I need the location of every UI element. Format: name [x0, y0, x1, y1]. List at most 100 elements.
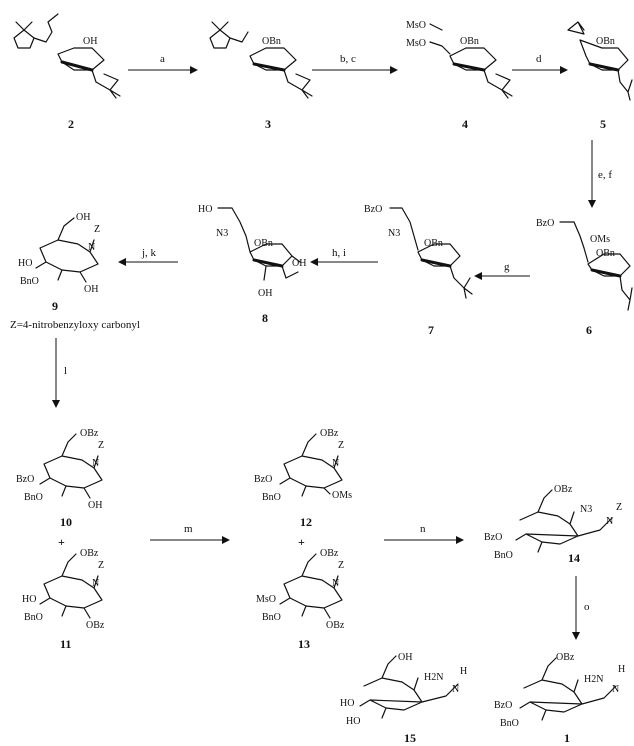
condition-jk: j, k	[141, 247, 157, 259]
structure-4	[429, 23, 513, 99]
compound-10-label-bzo: BzO	[16, 474, 34, 485]
structure-5	[567, 21, 633, 101]
compound-15-label-h: H	[460, 666, 467, 677]
compound-13-label-obz-top: OBz	[320, 548, 339, 559]
compound-8-label-ho: HO	[198, 204, 212, 215]
compound-14-label-n3: N3	[580, 504, 592, 515]
compound-3-label-obn: OBn	[262, 36, 281, 47]
compound-11-label-obz-top: OBz	[80, 548, 99, 559]
compound-13-label-bno: BnO	[262, 612, 281, 623]
compound-3: OBn 3	[209, 21, 313, 131]
compound-13-label-obz-bottom: OBz	[326, 620, 345, 631]
compound-8-label-oh-2: OH	[258, 288, 272, 299]
compound-4-label-mso-2: MsO	[406, 38, 426, 49]
plus-sign-right: +	[298, 535, 305, 549]
compound-1-label-h: H	[618, 664, 625, 675]
structure-1	[519, 657, 617, 721]
compound-15-label-ho-2: HO	[346, 716, 360, 727]
compound-12-label-oms: OMs	[332, 490, 352, 501]
structure-2	[13, 13, 121, 99]
arrow-jk: j, k	[118, 247, 178, 266]
compound-6-label-bzo: BzO	[536, 218, 554, 229]
structure-3	[209, 21, 313, 99]
condition-m: m	[184, 523, 193, 535]
structure-2-wedge	[60, 60, 94, 72]
compound-2-label-oh: OH	[83, 36, 97, 47]
compound-12: OBz Z N BzO BnO OMs 12	[254, 428, 352, 529]
compound-11-label-z: Z	[98, 560, 104, 571]
arrow-ef: e, f	[588, 140, 612, 208]
compound-4-label-obn: OBn	[460, 36, 479, 47]
condition-l: l	[64, 365, 67, 377]
condition-g: g	[504, 261, 510, 273]
compound-14-label-bzo: BzO	[484, 532, 502, 543]
compound-1-label-bno: BnO	[500, 718, 519, 729]
compound-10-label-n: N	[92, 458, 99, 469]
compound-14-label-bno: BnO	[494, 550, 513, 561]
compound-7: BzO N3 OBn 7	[364, 204, 473, 337]
structure-11	[39, 553, 103, 619]
compound-6-label-obn: OBn	[596, 248, 615, 259]
compound-7-number: 7	[428, 323, 434, 337]
compound-15-label-ho-1: HO	[340, 698, 354, 709]
compound-4: MsO MsO OBn 4	[406, 20, 513, 131]
compound-12-number: 12	[300, 515, 312, 529]
arrow-o: o	[572, 576, 590, 640]
compound-8-label-oh-1: OH	[292, 258, 306, 269]
compound-1-label-bzo: BzO	[494, 700, 512, 711]
compound-10-number: 10	[60, 515, 72, 529]
compound-11-label-ho: HO	[22, 594, 36, 605]
compound-15-label-n: N	[452, 684, 459, 695]
compound-6-number: 6	[586, 323, 592, 337]
structure-3-wedge	[252, 62, 286, 72]
compound-3-number: 3	[265, 117, 271, 131]
z-definition: Z=4-nitrobenzyloxy carbonyl	[10, 319, 140, 331]
structure-14	[515, 489, 613, 553]
compound-2-number: 2	[68, 117, 74, 131]
structure-12	[279, 433, 343, 497]
structure-5-wedge	[588, 62, 620, 72]
compound-12-label-bzo: BzO	[254, 474, 272, 485]
condition-bc: b, c	[340, 53, 356, 65]
compound-10-label-bno: BnO	[24, 492, 43, 503]
condition-a: a	[160, 53, 165, 65]
structure-9	[35, 217, 99, 283]
compound-8: HO N3 OBn OH OH 8	[198, 204, 306, 325]
compound-11: OBz Z N HO BnO OBz 11	[22, 548, 105, 651]
structure-13	[279, 553, 343, 619]
compound-1-number: 1	[564, 731, 570, 745]
compound-6: BzO OMs OBn 6	[536, 218, 633, 337]
compound-13-label-mso: MsO	[256, 594, 276, 605]
compound-7-label-bzo: BzO	[364, 204, 382, 215]
compound-15-label-oh: OH	[398, 652, 412, 663]
arrow-l: l	[52, 338, 67, 408]
compound-10-label-oh: OH	[88, 500, 102, 511]
compound-14: OBz N3 Z N BzO BnO 14	[484, 484, 622, 565]
structure-8	[217, 207, 301, 281]
arrow-bc: b, c	[312, 53, 398, 74]
compound-11-label-bno: BnO	[24, 612, 43, 623]
compound-15: OH H2N H N HO HO 15	[340, 652, 467, 745]
compound-12-label-n: N	[332, 458, 339, 469]
compound-4-number: 4	[462, 117, 468, 131]
condition-o: o	[584, 601, 590, 613]
compound-1: OBz H H2N N BzO BnO 1	[494, 652, 625, 745]
structure-4-wedge	[452, 62, 486, 72]
compound-1-label-obz: OBz	[556, 652, 575, 663]
compound-7-label-obn: OBn	[424, 238, 443, 249]
compound-14-label-n: N	[606, 516, 613, 527]
structure-6	[559, 221, 633, 311]
compound-12-label-obz: OBz	[320, 428, 339, 439]
structure-10	[39, 433, 103, 499]
compound-6-label-oms: OMs	[590, 234, 610, 245]
compound-12-label-z: Z	[338, 440, 344, 451]
condition-d: d	[536, 53, 542, 65]
compound-9-label-oh-top: OH	[76, 212, 90, 223]
compound-5: OBn 5	[567, 21, 633, 131]
compound-9-number: 9	[52, 299, 58, 313]
compound-1-label-h2n: H2N	[584, 674, 603, 685]
compound-13-number: 13	[298, 637, 310, 651]
arrow-m: m	[150, 523, 230, 544]
compound-7-label-n3: N3	[388, 228, 400, 239]
